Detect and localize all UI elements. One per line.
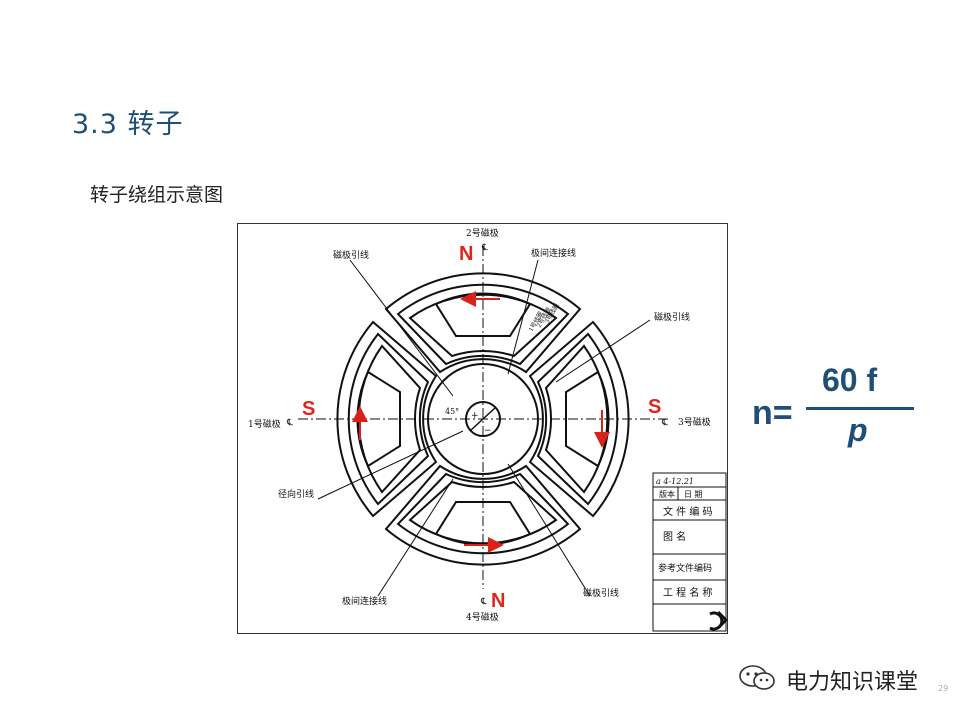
minus-sign: − — [484, 426, 492, 436]
polarity-bottom: N — [491, 590, 505, 612]
callout-left: 径向引线 — [278, 488, 314, 500]
title-block-date: 日 期 — [684, 490, 703, 499]
title-block-reference: 参考文件编码 — [658, 562, 712, 574]
polarity-left: S — [302, 398, 315, 420]
polarity-top: N — [459, 243, 473, 265]
formula-denominator: p — [848, 412, 868, 448]
title-block-drawing-name: 图 名 — [663, 530, 686, 543]
title-block: a 4-12.21 版本 日 期 文 件 编 码 图 名 参考文件编码 工 程 … — [652, 472, 727, 632]
title-block-doc-code: 文 件 编 码 — [663, 505, 713, 518]
polarity-right: S — [648, 396, 661, 418]
rotor-winding-diagram: N N S S 2号磁极 4号磁极 1号磁极 3号磁极 磁极引线 极间连接线 磁… — [237, 223, 728, 634]
pole-label-bottom: 4号磁极 — [466, 611, 499, 623]
title-block-version: 版本 — [659, 489, 675, 499]
centerline-mark-top: ℄ — [481, 243, 488, 253]
title-block-handwriting: a 4-12.21 — [656, 477, 694, 486]
callout-top-left: 磁极引线 — [333, 249, 369, 261]
callout-top-center: 极间连接线 — [531, 247, 576, 259]
formula-numerator: 60 f — [822, 362, 878, 398]
centerline-mark-right: ℄ — [661, 418, 668, 428]
centerline-mark-left: ℄ — [286, 418, 293, 428]
angle-label: 45° — [445, 407, 459, 416]
pole-winding-top — [384, 272, 582, 374]
formula-lhs: n= — [752, 394, 793, 432]
page-number: 29 — [938, 684, 949, 693]
centerline-mark-bottom: ℄ — [480, 597, 487, 607]
footer-brand: 电力知识课堂 — [786, 670, 919, 695]
wechat-logo-icon — [739, 665, 775, 690]
slide-title: 3.3 转子 — [72, 109, 184, 140]
company-logo-icon — [709, 610, 727, 631]
callout-right: 磁极引线 — [654, 311, 690, 323]
pole-label-top: 2号磁极 — [466, 227, 499, 239]
callout-bottom-left: 极间连接线 — [342, 595, 387, 607]
pole-label-right: 3号磁极 — [678, 416, 711, 428]
speed-formula: n= 60 f p — [752, 360, 922, 460]
pole-winding-left — [336, 320, 438, 518]
callout-bottom-right: 磁极引线 — [583, 587, 619, 599]
pole-winding-right — [528, 320, 630, 518]
slide-subtitle: 转子绕组示意图 — [90, 184, 224, 206]
fraction-bar — [806, 407, 914, 410]
pole-label-left: 1号磁极 — [248, 418, 281, 430]
title-block-project: 工 程 名 称 — [663, 586, 713, 599]
plus-sign: + — [471, 411, 479, 421]
